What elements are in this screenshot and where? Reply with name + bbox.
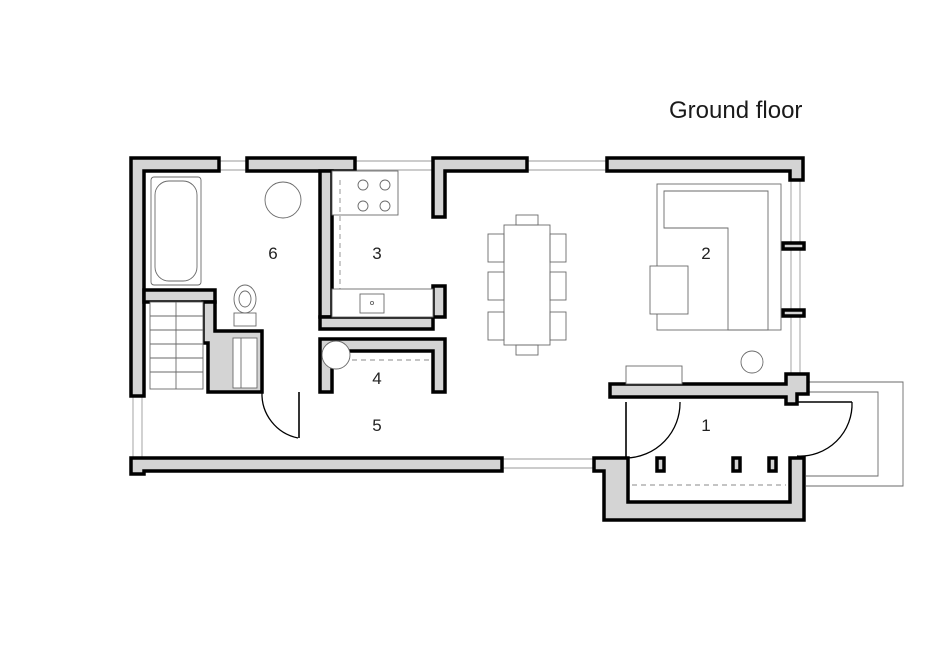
- plan-title: Ground floor: [669, 97, 802, 124]
- room-label-1: 1: [701, 416, 710, 435]
- room-labels: 1 2 3 4 5 6: [268, 244, 710, 435]
- doors: [261, 391, 853, 459]
- room-label-2: 2: [701, 244, 710, 263]
- windows: [132, 160, 904, 487]
- room-label-3: 3: [372, 244, 381, 263]
- fixtures: [149, 170, 786, 486]
- room-label-5: 5: [372, 416, 381, 435]
- room-label-4: 4: [372, 369, 381, 388]
- room-label-6: 6: [268, 244, 277, 263]
